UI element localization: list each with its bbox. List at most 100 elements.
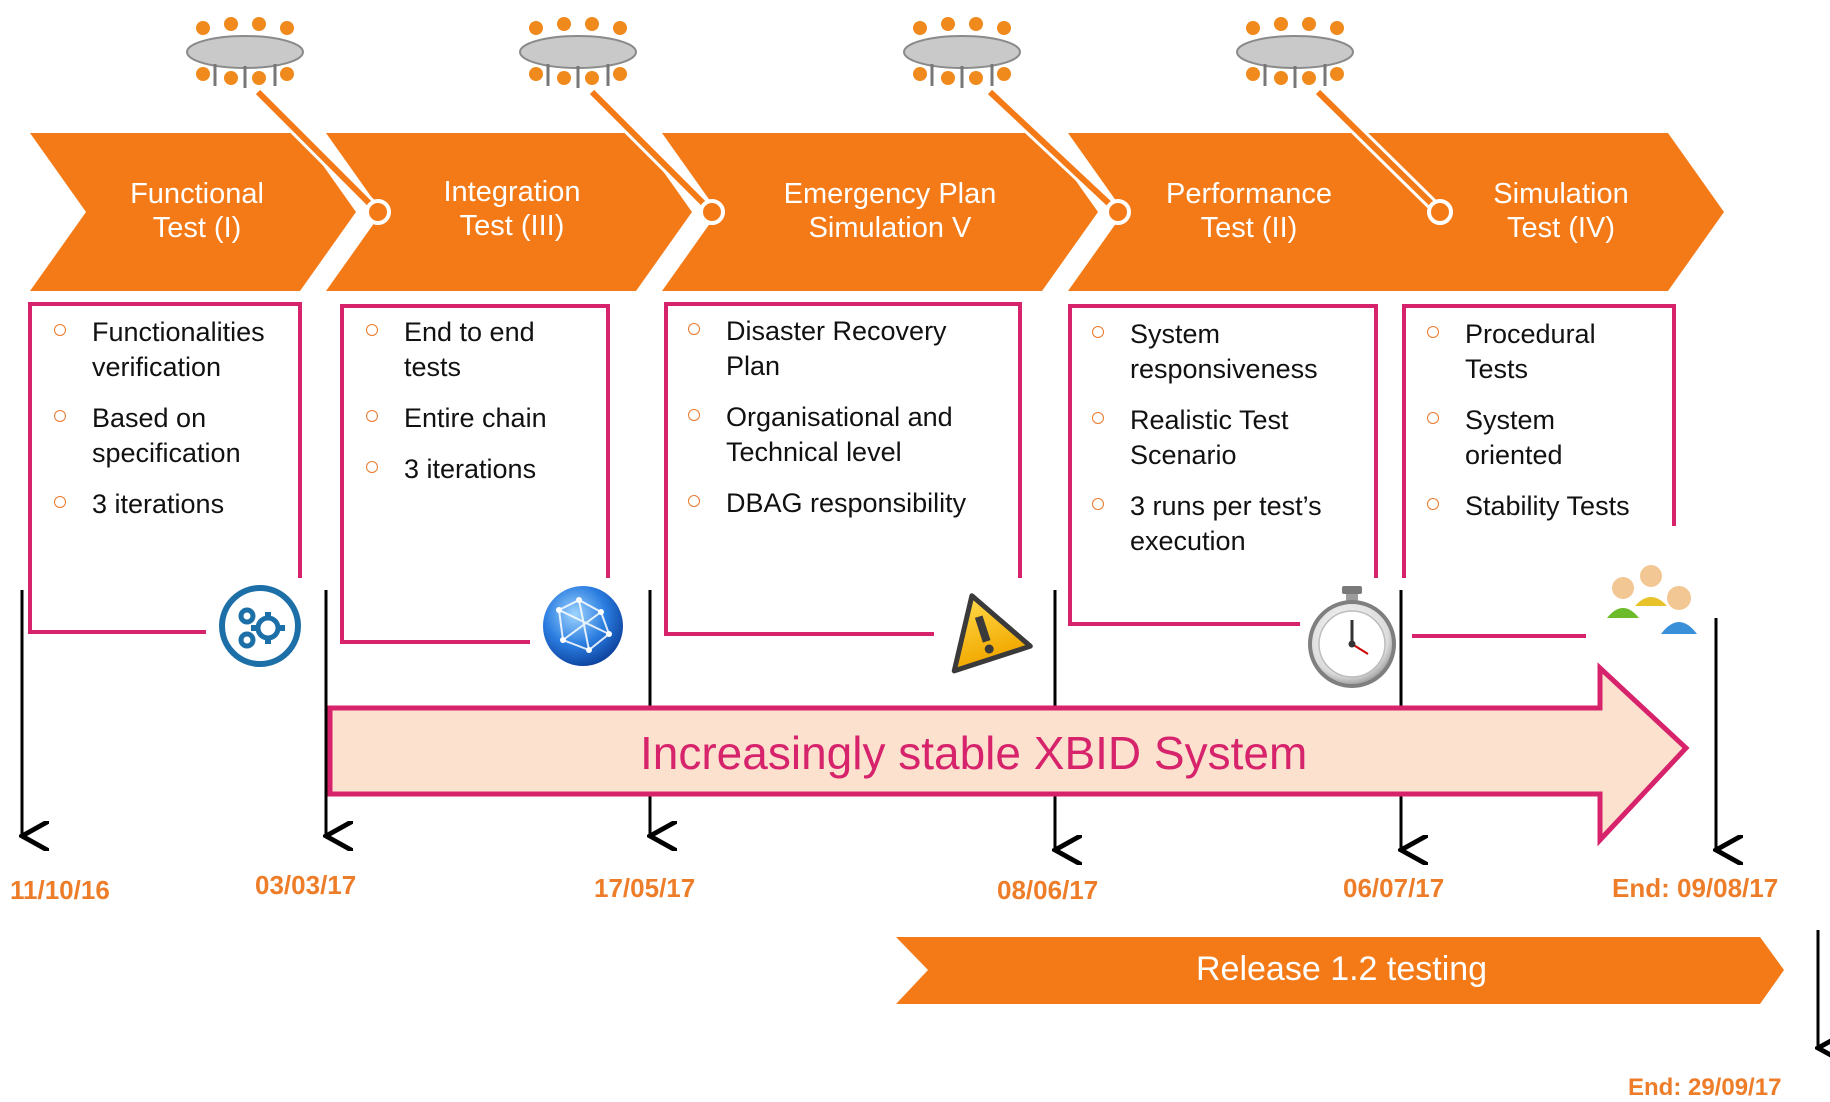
phase-chevron [326,133,692,291]
item-text: 3 iterations [92,489,225,519]
item-text: 3 runs per test’s execution [1130,491,1322,556]
bullet-icon [688,409,700,421]
item-text: DBAG responsibility [726,488,967,518]
item-text: Organisational and Technical level [726,402,953,467]
bullet-icon [366,324,378,336]
stopwatch-icon [1308,586,1396,688]
item-text: Disaster Recovery Plan [726,316,947,381]
item-text: Realistic Test Scenario [1130,405,1289,470]
list-item: Based on specification [34,401,296,471]
phase-chevron [30,133,356,291]
phase-items: System responsiveness Realistic Test Sce… [1072,317,1372,575]
bullet-icon [688,495,700,507]
release-banner-arrow [896,937,1784,1004]
meeting-table-icon [519,17,637,88]
list-item: Procedural Tests [1407,317,1673,387]
bullet-icon [1427,412,1439,424]
phase-title-line: Simulation [1493,178,1629,210]
item-text: System responsiveness [1130,319,1318,384]
users-group-icon [1607,565,1697,634]
item-text: Procedural Tests [1465,319,1596,384]
bullet-icon [1092,326,1104,338]
list-item: System responsiveness [1072,317,1372,387]
bullet-icon [1427,498,1439,510]
bullet-icon [688,323,700,335]
item-text: Functionalities verification [92,317,265,382]
meeting-table-icon [1236,17,1354,88]
phase-title-line: Simulation V [808,212,972,244]
phase-items: Functionalities verification Based on sp… [34,315,296,538]
phase-title-line: Emergency Plan [783,178,997,210]
phase-title-line: Performance [1165,178,1332,210]
meeting-table-icon [903,17,1021,88]
list-item: Organisational and Technical level [668,400,1018,470]
item-text: Based on specification [92,403,241,468]
phase-chevron [662,133,1098,291]
phase-title-line: Functional [130,178,264,210]
phase-title-line: Test (I) [152,212,242,244]
milestone-date: 11/10/16 [10,875,110,905]
milestone-date: 17/05/17 [594,873,696,903]
list-item: Functionalities verification [34,315,296,385]
item-text: 3 iterations [404,454,537,484]
phase-box [1068,304,1378,626]
list-item: 3 iterations [346,452,576,487]
phase-boxes [28,302,1676,644]
list-item: End to end tests [346,315,576,385]
milestone-date: 03/03/17 [255,870,357,900]
phase-title-line: Integration [443,176,581,208]
stable-banner-arrow [327,662,1690,847]
meeting-connectors [253,87,1453,225]
phase-box [28,302,302,634]
phase-title: Integration Test (III) [397,175,627,243]
bullet-icon [1092,412,1104,424]
item-text: Stability Tests [1465,491,1630,521]
bullet-icon [1092,498,1104,510]
bullet-icon [54,496,66,508]
list-item: 3 runs per test’s execution [1072,489,1372,559]
list-item: System oriented [1407,403,1673,473]
release-banner-label: Release 1.2 testing [1196,950,1488,988]
milestone-date: End: 09/08/17 [1612,873,1779,903]
list-item: Realistic Test Scenario [1072,403,1372,473]
milestone-date: 06/07/17 [1343,873,1445,903]
phase-title-line: Test (IV) [1507,212,1615,244]
phase-chevrons [30,133,1724,291]
phase-items: End to end tests Entire chain 3 iteratio… [346,315,576,503]
bullet-icon [366,461,378,473]
phase-title: Emergency Plan Simulation V [750,177,1030,245]
phase-title-line: Test (II) [1200,212,1298,244]
list-item: Disaster Recovery Plan [668,314,1018,384]
bullet-icon [54,324,66,336]
phase-items: Procedural Tests System oriented Stabili… [1407,317,1673,540]
bullet-icon [54,410,66,422]
gears-icon [219,585,301,667]
phase-title: Functional Test (I) [82,177,312,245]
warning-icon [951,593,1033,674]
globe-network-icon [543,586,623,666]
item-text: System oriented [1465,405,1563,470]
item-text: Entire chain [404,403,547,433]
phase-box [664,302,1022,636]
list-item: DBAG responsibility [668,486,1018,521]
stable-banner-label: Increasingly stable XBID System [640,727,1308,779]
phase-box [340,304,610,644]
milestone-date: 08/06/17 [997,875,1099,905]
list-item: Stability Tests [1407,489,1673,524]
phase-chevron [1392,133,1724,291]
item-text: End to end tests [404,317,535,382]
phase-items: Disaster Recovery Plan Organisational an… [668,314,1018,537]
list-item: Entire chain [346,401,576,436]
phase-box [1402,304,1676,638]
bullet-icon [366,410,378,422]
phase-title: Performance Test (II) [1134,177,1364,245]
release-end-date: End: 29/09/17 [1628,1074,1782,1101]
phase-chevron [1068,133,1452,291]
meeting-table-icon [186,17,304,88]
bullet-icon [1427,326,1439,338]
list-item: 3 iterations [34,487,296,522]
phase-title-line: Test (III) [459,210,565,242]
phase-title: Simulation Test (IV) [1446,177,1676,245]
